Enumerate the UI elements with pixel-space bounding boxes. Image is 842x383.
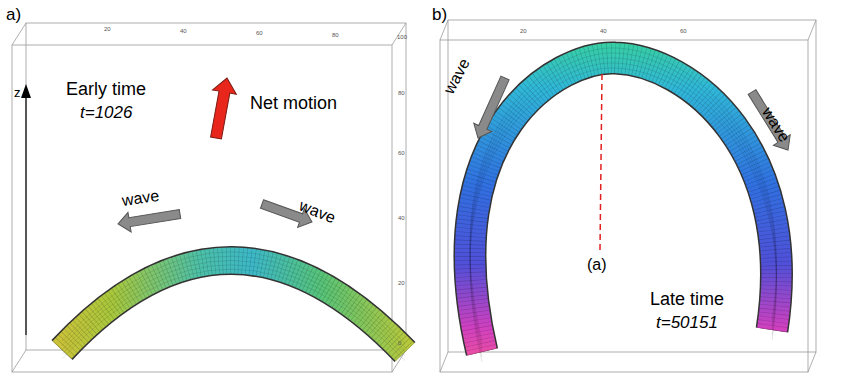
tick-label: 40 xyxy=(398,215,405,222)
tick-label: 60 xyxy=(256,30,263,37)
wave-label: wave xyxy=(440,56,473,97)
filament-tube xyxy=(62,252,405,361)
tick-label: 20 xyxy=(398,280,405,287)
bounding-box xyxy=(12,23,406,372)
wave-arrow xyxy=(744,87,797,155)
bounding-box xyxy=(440,20,816,372)
motion-label: Net motion xyxy=(250,94,337,114)
wave-arrow xyxy=(469,74,514,142)
time-value: t=50151 xyxy=(656,314,718,333)
tick-label: 80 xyxy=(332,32,339,39)
z-axis xyxy=(25,92,26,335)
axis-arrowhead xyxy=(21,84,31,98)
symmetry-line xyxy=(600,74,602,250)
tick-label: 60 xyxy=(398,150,405,157)
tick-label: 60 xyxy=(680,28,687,35)
tick-label: 20 xyxy=(104,26,111,33)
net-motion-arrow xyxy=(204,76,239,140)
wave-label: wave xyxy=(759,104,794,145)
tick-label: 40 xyxy=(600,28,607,35)
tick-label: 80 xyxy=(398,90,405,97)
time-value: t=1026 xyxy=(80,104,132,123)
tick-label: 40 xyxy=(180,28,187,35)
time-label: Late time xyxy=(650,290,724,310)
axis-label: z xyxy=(14,86,21,100)
reference-mark: (a) xyxy=(587,256,607,274)
panel-label: b) xyxy=(432,6,447,25)
tick-label: 0 xyxy=(398,340,401,347)
time-label: Early time xyxy=(66,80,146,100)
tick-label: 20 xyxy=(520,28,527,35)
panel-label: a) xyxy=(6,6,21,25)
wave-label: wave xyxy=(121,187,160,210)
tick-label: 100 xyxy=(397,34,407,41)
filament-tube xyxy=(470,48,776,362)
